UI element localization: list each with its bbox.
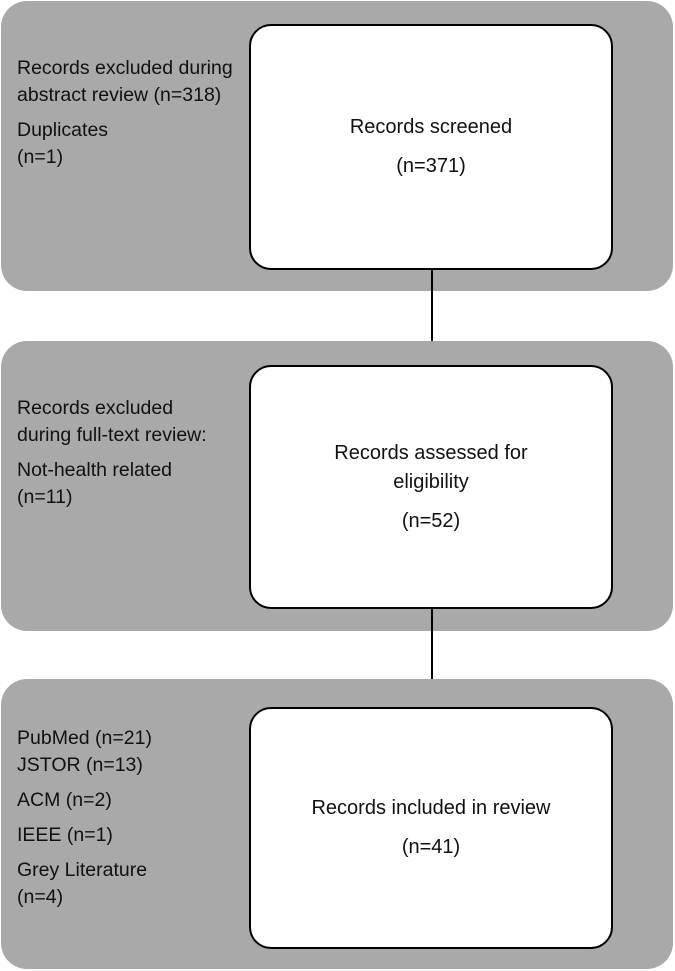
screening-stage-panel: Records excluded during abstract review … xyxy=(1,1,673,291)
screening-exclusions: Records excluded during abstract review … xyxy=(17,55,237,171)
source-ieee: IEEE (n=1) xyxy=(17,824,113,846)
records-included-title: Records included in review xyxy=(311,797,551,819)
source-grey-literature: Grey Literature (n=4) xyxy=(17,859,148,908)
records-screened-box: Records screened (n=371) xyxy=(249,24,613,270)
inclusion-stage-panel: PubMed (n=21) JSTOR (n=13) ACM (n=2) IEE… xyxy=(1,679,673,969)
excluded-abstract-label: Records excluded during abstract review … xyxy=(17,57,233,106)
exclusion-reason-label: Not-health related (n=11) xyxy=(17,459,173,508)
connector-line-2 xyxy=(431,607,433,707)
eligibility-exclusions: Records excluded during full-text review… xyxy=(17,395,207,511)
records-screened-count: (n=371) xyxy=(396,155,466,177)
records-included-count: (n=41) xyxy=(401,836,461,858)
records-included-box: Records included in review (n=41) xyxy=(249,707,613,949)
source-acm: ACM (n=2) xyxy=(17,789,112,811)
records-assessed-count: (n=52) xyxy=(401,509,461,532)
duplicates-label: Duplicates (n=1) xyxy=(17,119,109,168)
excluded-fulltext-label: Records excluded during full-text review… xyxy=(17,397,207,446)
records-assessed-title: Records assessed for eligibility xyxy=(334,441,528,493)
records-assessed-box: Records assessed for eligibility (n=52) xyxy=(249,365,613,609)
included-sources-list: PubMed (n=21) JSTOR (n=13) ACM (n=2) IEE… xyxy=(17,725,237,911)
source-pubmed: PubMed (n=21) xyxy=(17,727,152,749)
records-screened-title: Records screened xyxy=(349,116,513,138)
connector-line-1 xyxy=(431,269,433,366)
eligibility-stage-panel: Records excluded during full-text review… xyxy=(1,341,673,631)
source-jstor: JSTOR (n=13) xyxy=(17,754,143,776)
